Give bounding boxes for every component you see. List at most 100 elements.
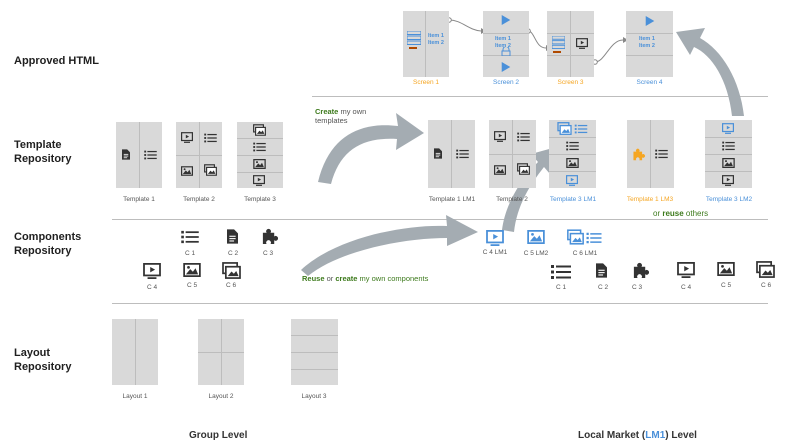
document-icon	[122, 149, 130, 160]
note-create-rest: my own	[338, 107, 367, 116]
layout-divider	[650, 120, 651, 188]
template-3-lm2-box[interactable]	[705, 120, 752, 188]
layout-2-box[interactable]	[198, 319, 244, 385]
template-1-box[interactable]	[116, 122, 162, 188]
gallery-icon[interactable]	[222, 262, 241, 279]
note-templates-word: templates	[315, 116, 348, 125]
screen-2-label: Screen 2	[492, 79, 520, 86]
document-icon[interactable]	[596, 263, 607, 278]
lock-icon	[501, 47, 511, 56]
stack-icon	[552, 36, 565, 49]
component-c6-lm1-label: C 6 LM1	[572, 250, 598, 257]
layout-divider	[237, 155, 283, 156]
gallery-icon[interactable]	[567, 229, 584, 245]
list-icon	[253, 142, 266, 152]
layout-divider	[626, 55, 673, 56]
video-icon[interactable]	[486, 230, 504, 246]
note-or2: or	[324, 274, 336, 283]
row-label-approved-html: Approved HTML	[14, 55, 99, 67]
layout-divider	[237, 138, 283, 139]
template-2-label: Template 2	[183, 196, 215, 203]
stack-icon	[407, 31, 421, 45]
image-icon	[722, 158, 735, 168]
separator-approved	[312, 96, 768, 97]
layout-divider	[176, 155, 222, 156]
row-label-line: Repository	[14, 153, 72, 165]
accent-bar	[553, 51, 561, 53]
document-icon	[434, 148, 442, 159]
layout-divider	[547, 33, 594, 34]
layout-2-label: Layout 2	[208, 393, 234, 400]
item-1-text: Item 1	[495, 36, 511, 42]
local-level-suffix: ) Level	[665, 430, 697, 441]
gallery-icon[interactable]	[756, 261, 775, 278]
list-icon[interactable]	[181, 230, 199, 244]
template-1-lm3-label: Template 1 LM3	[626, 196, 674, 203]
item-1-text: Item 1	[428, 33, 444, 39]
note-reuse-others: or reuse others	[653, 209, 708, 218]
image-icon[interactable]	[527, 230, 545, 244]
template-2-box[interactable]	[176, 122, 222, 188]
video-icon[interactable]	[143, 263, 161, 279]
screen-3-label: Screen 3	[557, 79, 584, 86]
layout-divider	[483, 33, 529, 34]
layout-3-label: Layout 3	[301, 393, 327, 400]
local-level-prefix: Local Market (	[578, 430, 646, 441]
layout-divider	[705, 154, 752, 155]
list-icon	[144, 150, 157, 160]
play-icon	[645, 16, 655, 26]
image-icon[interactable]	[183, 263, 201, 277]
layout-divider	[705, 171, 752, 172]
template-1-lm3-box[interactable]	[627, 120, 674, 188]
row-label-line: Template	[14, 139, 62, 151]
item-2-text: Item 2	[495, 43, 511, 49]
screen-3-box[interactable]	[547, 11, 594, 77]
layout-divider	[139, 122, 140, 188]
row-label-layout-repository: Layout Repository	[14, 346, 71, 374]
video-icon[interactable]	[677, 262, 695, 278]
puzzle-icon[interactable]	[261, 228, 278, 245]
component-c5-local-label: C 5	[720, 282, 732, 289]
list-icon[interactable]	[586, 232, 602, 244]
template-3-box[interactable]	[237, 122, 283, 188]
component-c4-local-label: C 4	[680, 284, 692, 291]
puzzle-icon[interactable]	[632, 262, 649, 279]
note-or: or	[653, 209, 663, 218]
component-c3-local-label: C 3	[631, 284, 643, 291]
template-2-local-label: Template 2	[496, 196, 528, 203]
row-label-line: Repository	[14, 245, 72, 257]
note-reuse-create-components: Reuse or create my own components	[302, 274, 428, 283]
list-icon	[517, 132, 530, 142]
list-icon	[566, 141, 579, 151]
image-icon	[494, 165, 506, 175]
separator-components	[112, 303, 768, 304]
note-create2-bold: create	[335, 274, 358, 283]
image-icon[interactable]	[717, 262, 735, 276]
row-label-components-repository: Components Repository	[14, 230, 81, 258]
list-icon[interactable]	[550, 264, 572, 280]
row-label-line: Components	[14, 231, 82, 243]
layout-1-box[interactable]	[112, 319, 158, 385]
note-reuse-bold: reuse	[662, 209, 684, 218]
list-icon	[456, 149, 469, 159]
layout-3-box[interactable]	[291, 319, 338, 385]
component-c5-label: C 5	[186, 282, 198, 289]
template-3-lm1-box[interactable]	[549, 120, 596, 188]
video-icon	[253, 175, 265, 186]
template-2-local-box[interactable]	[489, 120, 536, 188]
document-icon[interactable]	[227, 229, 238, 244]
screen-4-label: Screen 4	[636, 79, 663, 86]
layout-divider	[291, 369, 338, 370]
note-reuse2-bold: Reuse	[302, 274, 325, 283]
separator-templates	[112, 219, 768, 220]
local-level-lm: LM1	[645, 430, 666, 441]
video-icon	[576, 38, 588, 49]
puzzle-icon	[632, 148, 645, 161]
component-c5-lm2-label: C 5 LM2	[523, 250, 549, 257]
template-1-lm1-box[interactable]	[428, 120, 475, 188]
